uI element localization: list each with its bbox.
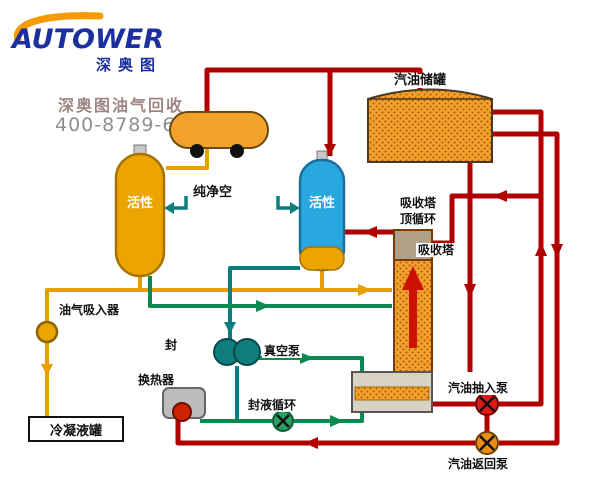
arrow-yellow-down (41, 364, 53, 376)
arrow-red-up-suction (535, 242, 547, 256)
carbon-bed-right (298, 150, 346, 272)
label-gasoline-return-pump: 汽油返回泵 (446, 457, 511, 471)
logo: AUTOWER 深奥图 (8, 12, 178, 75)
vacuum-pump-rotor-right (233, 338, 261, 366)
watermark-company: 深奥图油气回收 (58, 96, 185, 115)
vacuum-pump-unit (213, 338, 261, 366)
arrow-red-down-return (551, 244, 563, 258)
label-storage-tank: 汽油储罐 (392, 73, 449, 88)
label-oil-gas-inlet: 油气吸入器 (57, 303, 122, 317)
valve-arrow-right-head (290, 202, 300, 214)
watermark-phone: 400-8789-655 (55, 114, 202, 136)
pipe-red-bottom-run (175, 417, 476, 446)
seal-liquid-pump-x2 (276, 414, 290, 428)
gasoline-storage-tank (367, 88, 493, 163)
valve-arrow-left (164, 196, 188, 214)
absorber-flow-arrow-head (402, 266, 424, 290)
gasoline-suction-pump-symbol (475, 392, 499, 416)
arrow-green-right-3 (330, 415, 344, 427)
valve-arrow-left-elbow (174, 196, 188, 210)
flow-arrows (41, 144, 563, 449)
logo-mark: AUTOWER (10, 12, 164, 55)
label-absorber-top-line2: 顶循环 (398, 212, 439, 226)
pipes-yellow (45, 149, 392, 417)
tanker-truck (169, 111, 269, 158)
arrow-green-right-1 (256, 300, 270, 312)
arrow-red-down-bluetank (324, 144, 336, 156)
pipe-yellow-inlet-drop (45, 276, 142, 417)
valve-arrow-right (276, 196, 300, 214)
tanker-wheel-right (230, 144, 244, 158)
logo-brand: AUTOWER (10, 24, 164, 55)
label-absorber: 吸收塔 (416, 243, 457, 257)
arrow-red-down-tankdrop (464, 284, 476, 298)
valve-arrow-right-elbow (276, 196, 290, 210)
pipe-red-tank-return-loop (492, 131, 560, 446)
arrow-green-right-2 (300, 352, 314, 364)
label-pure-air: 纯净空 (193, 185, 233, 200)
label-seal: 封 (163, 338, 180, 352)
label-heat-exchanger: 换热器 (136, 373, 177, 387)
pipes-teal (228, 266, 300, 421)
pipe-green-tank-to-absorber (148, 276, 392, 308)
carbon-bed-left (114, 144, 166, 278)
label-carbon-bed-left: 活性 (127, 196, 154, 211)
label-gasoline-suction-pump: 汽油抽入泵 (446, 381, 511, 395)
arrow-red-left-topcirc (493, 190, 507, 202)
tanker-wheel-left (190, 144, 204, 158)
arrow-yellow-right (358, 284, 372, 296)
pipe-red-top-circulation (430, 193, 541, 246)
logo-swoosh (13, 12, 104, 44)
gasoline-return-pump-x2 (479, 435, 495, 451)
pipe-yellow-tanker-stub (166, 149, 209, 170)
label-carbon-bed-right: 活性 (309, 196, 336, 211)
pipe-teal-to-vacuum (228, 266, 300, 339)
arrow-red-left-bottom (304, 437, 318, 449)
pipe-red-tank-suction-loop (492, 109, 544, 407)
pipe-green-vacuum-to-separator (256, 356, 364, 372)
valve-arrow-left-head (164, 202, 174, 214)
oil-gas-inlet-pump (35, 320, 59, 344)
separator-vessel (351, 371, 433, 413)
storage-tank-body (367, 88, 493, 163)
arrow-teal-down (224, 322, 236, 334)
label-vacuum-pump: 真空泵 (262, 344, 303, 358)
carbon-bed-right-bottom-cap (299, 246, 345, 271)
label-absorber-top-line1: 吸收塔 (398, 196, 439, 210)
carbon-bed-left-body (114, 152, 166, 278)
pipes-green (148, 276, 392, 423)
pipe-green-seal-loop-right (294, 413, 364, 423)
heat-exchanger-port (172, 402, 192, 422)
separator-band (354, 386, 430, 401)
logo-subtitle: 深奥图 (96, 56, 163, 74)
absorber-column (393, 229, 433, 373)
tanker-body (169, 111, 269, 149)
seal-liquid-pump (272, 410, 294, 432)
label-condensate-tank: 冷凝液罐 (28, 416, 124, 442)
arrow-red-left-absorber (363, 226, 377, 238)
gasoline-return-pump-symbol (475, 431, 499, 455)
heat-exchanger-unit (162, 387, 206, 422)
label-seal-liquid-loop: 封液循环 (246, 398, 299, 412)
gasoline-suction-pump-x2 (479, 396, 495, 412)
